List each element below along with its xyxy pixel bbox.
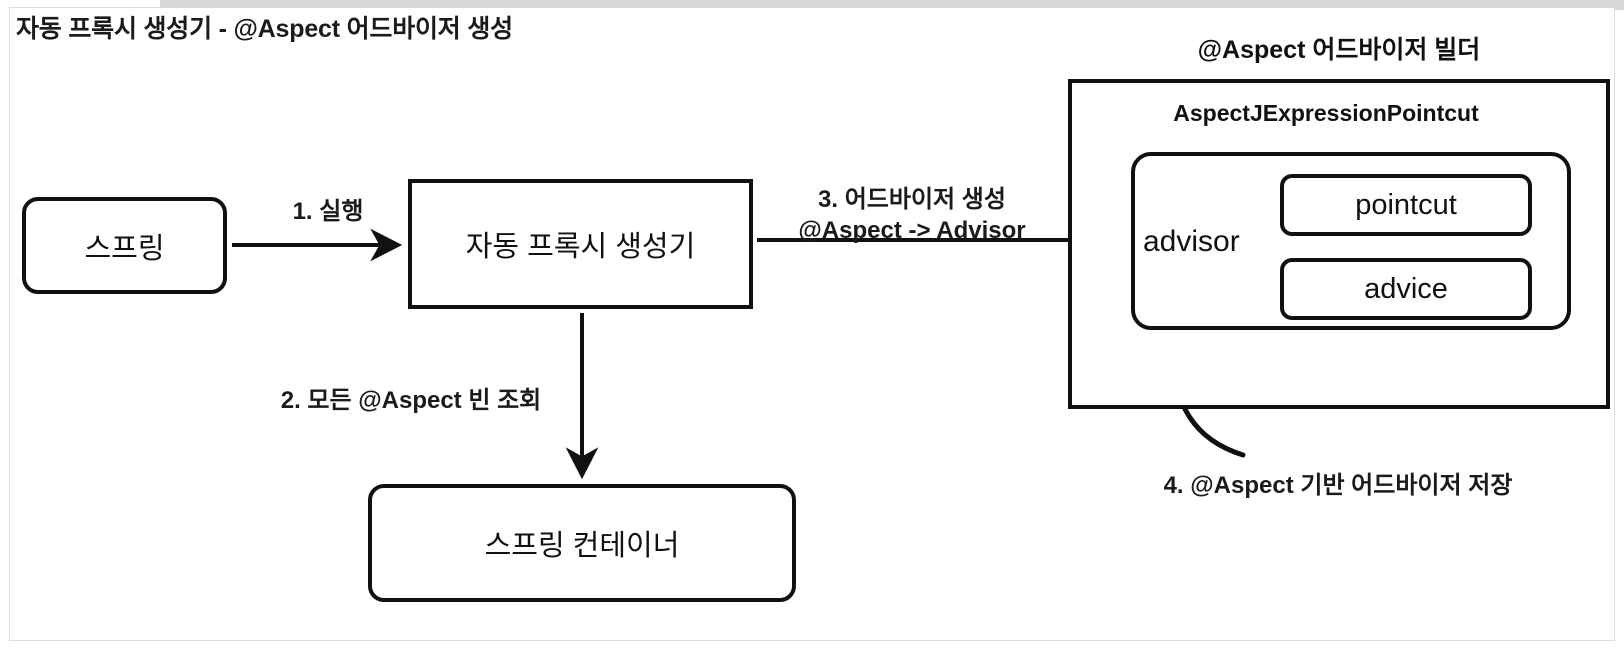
node-advisor-label: advisor	[1143, 225, 1240, 258]
arrow-label-step-3-line-1: 3. 어드바이저 생성	[818, 186, 1006, 213]
node-auto-proxy-creator-label: 자동 프록시 생성기	[465, 231, 696, 263]
pointcut-class-label: AspectJExpressionPointcut	[1173, 100, 1479, 126]
arrow-label-step-3: 3. 어드바이저 생성 @Aspect -> Advisor	[762, 185, 1062, 246]
arrow-label-step-4: 4. @Aspect 기반 어드바이저 저장	[1163, 472, 1513, 499]
builder-title: @Aspect 어드바이저 빌더	[1197, 36, 1481, 64]
page-title: 자동 프록시 생성기 - @Aspect 어드바이저 생성	[16, 15, 513, 43]
arrow-label-step-3-line-2: @Aspect -> Advisor	[798, 216, 1026, 244]
node-spring-container-label: 스프링 컨테이너	[484, 530, 680, 562]
node-pointcut[interactable]: pointcut	[1280, 174, 1532, 236]
node-advice[interactable]: advice	[1280, 258, 1532, 320]
node-spring[interactable]: 스프링	[22, 197, 227, 294]
node-pointcut-label: pointcut	[1355, 188, 1457, 221]
node-advice-label: advice	[1364, 272, 1448, 305]
node-auto-proxy-creator[interactable]: 자동 프록시 생성기	[408, 179, 753, 309]
node-spring-label: 스프링	[84, 232, 165, 265]
window-top-strip	[0, 0, 1624, 10]
node-spring-container[interactable]: 스프링 컨테이너	[368, 484, 796, 602]
window-top-strip-light	[0, 0, 160, 10]
arrow-label-step-1: 1. 실행	[292, 198, 364, 225]
arrow-label-step-2: 2. 모든 @Aspect 빈 조회	[280, 387, 542, 414]
